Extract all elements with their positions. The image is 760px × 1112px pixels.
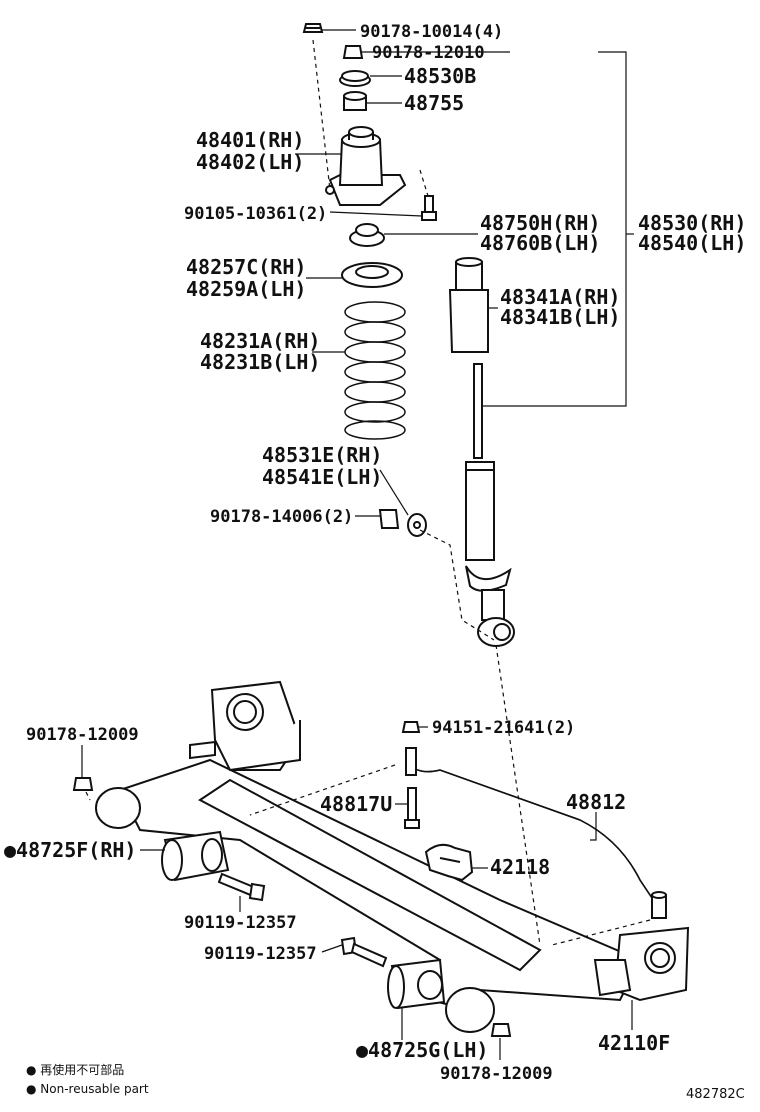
label-bushing-lh: ●48725G(LH) [356,1038,488,1062]
label-spring-seat-rh: 48257C(RH) [186,255,306,279]
bolt-rh-drawing [217,872,266,902]
assembly-lines [85,39,651,946]
label-boot-rh: 48341A(RH) [500,285,620,309]
top-nut-drawing [302,23,324,33]
label-bushing-upper: 48755 [404,91,464,115]
label-nut-right: 90178-12009 [440,1064,553,1084]
legend-en: ● Non-reusable part [26,1082,149,1096]
label-spring-rh: 48231A(RH) [200,329,320,353]
coil-spring-drawing [344,301,406,440]
label-stab-bolt: 48817U [320,792,392,816]
label-bracket: 42118 [490,855,550,879]
label-nut-lower: 90178-14006(2) [210,507,353,527]
bushing-lh-drawing [387,958,446,1010]
label-bolt-lh: 90119-12357 [204,944,317,964]
label-nut-left: 90178-12009 [26,725,139,745]
bushing-rh-drawing [161,830,230,882]
leader-lines [81,29,634,1060]
label-support-rh: 48401(RH) [196,128,304,152]
label-lower-insulator-lh: 48541E(LH) [262,465,382,489]
left-nut-drawing [72,777,94,791]
legend-jp: ● 再使用不可部品 [26,1062,124,1077]
label-washer-upper: 48530B [404,64,476,88]
label-bolt-rh: 90119-12357 [184,913,297,933]
spring-seat-drawing [341,262,403,288]
label-nut-top: 90178-10014(4) [360,22,503,42]
support-bolt-drawing [421,195,437,221]
upper-washer-drawing [339,70,371,87]
stabilizer-bar-drawing [405,747,667,919]
lower-nut-drawing [378,509,427,537]
shock-absorber-drawing [465,363,515,647]
label-stab-bar: 48812 [566,790,626,814]
label-lower-insulator-rh: 48531E(RH) [262,443,382,467]
support-drawing [325,126,407,206]
upper-bushing-drawing [343,91,367,111]
label-insulator-lh: 48760B(LH) [480,231,600,255]
label-bushing-rh: ●48725F(RH) [4,838,136,862]
right-nut-drawing [490,1023,512,1037]
bracket-drawing [424,843,474,882]
label-nut-stab: 94151-21641(2) [432,718,575,738]
label-absorber-rh: 48530(RH) [638,211,746,235]
stab-bolt-drawing [404,787,420,829]
bolt-lh-drawing [340,936,388,968]
label-absorber-lh: 48540(LH) [638,231,746,255]
label-nut-rod: 90178-12010 [372,43,485,63]
label-insulator-rh: 48750H(RH) [480,211,600,235]
label-support-lh: 48402(LH) [196,150,304,174]
label-spring-seat-lh: 48259A(LH) [186,277,306,301]
label-beam: 42110F [598,1031,670,1055]
rod-nut-drawing [342,45,364,59]
label-spring-lh: 48231B(LH) [200,350,320,374]
insulator-drawing [349,223,385,247]
boot-drawing [448,257,489,353]
figure-code: 482782C [686,1087,745,1102]
label-bolt-support: 90105-10361(2) [184,204,327,224]
label-boot-lh: 48341B(LH) [500,305,620,329]
stab-nut-drawing [401,721,421,733]
rear-beam-drawing [95,680,690,1033]
